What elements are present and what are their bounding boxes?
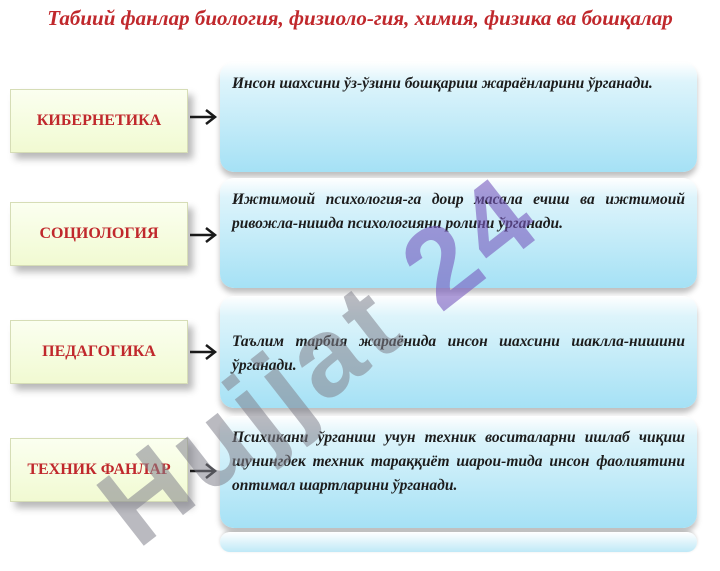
panel-partial-bottom <box>220 532 697 552</box>
label-technical-sciences: ТЕХНИК ФАНЛАР <box>10 438 188 502</box>
label-technical-sciences-text: ТЕХНИК ФАНЛАР <box>27 461 171 478</box>
panel-sociology: Ижтимоий психология-га доир масала ечиш … <box>220 178 697 288</box>
panel-cybernetics-text: Инсон шахсини ўз-ўзини бошқариш жараёнла… <box>232 75 653 92</box>
label-cybernetics-text: КИБЕРНЕТИКА <box>36 112 162 129</box>
panel-cybernetics: Инсон шахсини ўз-ўзини бошқариш жараёнла… <box>220 62 697 172</box>
label-pedagogy: ПЕДАГОГИКА <box>10 320 188 384</box>
slide-title: Табиий фанлар биология, физиоло-гия, хим… <box>47 6 673 30</box>
panel-sociology-text: Ижтимоий психология-га доир масала ечиш … <box>232 191 685 232</box>
panel-technical-sciences-text: Психикани ўрганиш учун техник воситаларн… <box>232 429 685 494</box>
arrow-right-icon <box>190 344 218 360</box>
label-sociology: СОЦИОЛОГИЯ <box>10 202 188 266</box>
label-pedagogy-text: ПЕДАГОГИКА <box>42 343 156 360</box>
arrow-right-icon <box>190 227 218 243</box>
label-sociology-text: СОЦИОЛОГИЯ <box>39 225 159 242</box>
arrow-right-icon <box>190 463 218 479</box>
arrow-right-icon <box>190 109 218 125</box>
panel-technical-sciences: Психикани ўрганиш учун техник воситаларн… <box>220 416 697 528</box>
label-cybernetics: КИБЕРНЕТИКА <box>10 89 188 153</box>
panel-pedagogy-text: Таълим тарбия жараёнида инсон шахсини ша… <box>232 333 685 374</box>
panel-pedagogy: Таълим тарбия жараёнида инсон шахсини ша… <box>220 296 697 408</box>
